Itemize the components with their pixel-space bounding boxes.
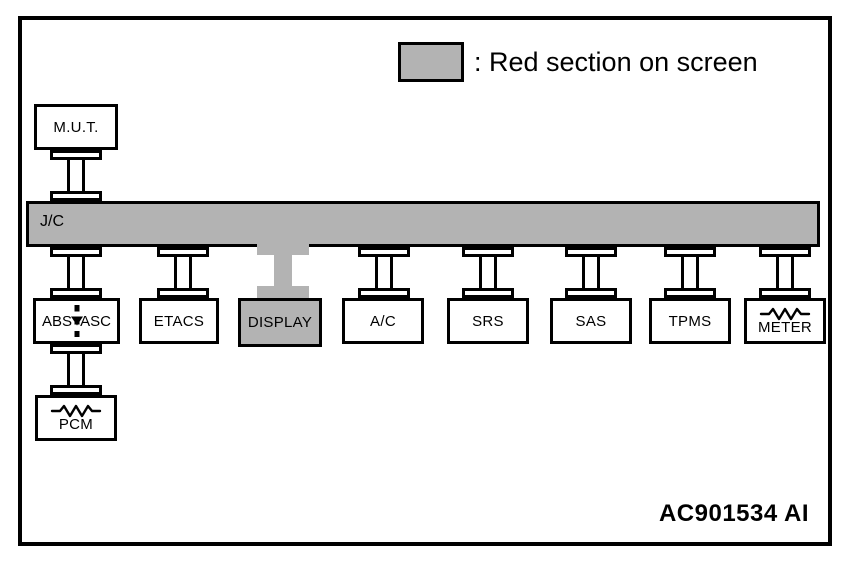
module-asc-label: ASC (80, 312, 111, 330)
connector-jc-to-srs (462, 247, 514, 298)
connector-shaft (479, 257, 497, 288)
connector-cap-top (50, 150, 102, 160)
connector-cap-top (358, 247, 410, 257)
module-pcm-label: PCM (58, 416, 94, 433)
connector-jc-to-display (257, 243, 309, 298)
module-etacs[interactable]: ETACS (139, 298, 219, 344)
module-mut[interactable]: M.U.T. (34, 104, 118, 150)
connector-cap-top (565, 247, 617, 257)
connector-shaft (375, 257, 393, 288)
connector-shaft (67, 160, 85, 191)
connector-cap-bottom (565, 288, 617, 298)
module-pcm[interactable]: PCM (35, 395, 117, 441)
module-sas[interactable]: SAS (550, 298, 632, 344)
junction-connector-label: J/C (40, 213, 64, 230)
module-ac[interactable]: A/C (342, 298, 424, 344)
part-code-label: AC901534 AI (658, 500, 809, 527)
diagram-border (18, 16, 832, 546)
module-display-label: DISPLAY (247, 314, 313, 331)
connector-cap-bottom (157, 288, 209, 298)
module-srs[interactable]: SRS (447, 298, 529, 344)
module-srs-label: SRS (472, 312, 504, 330)
connector-shaft (681, 257, 699, 288)
module-meter[interactable]: METER (744, 298, 826, 344)
connector-cap-bottom (257, 286, 309, 298)
connector-cap-bottom (50, 288, 102, 298)
connector-cap-top (50, 344, 102, 354)
connector-cap-top (50, 247, 102, 257)
module-abs-asc[interactable]: ABS ASC (33, 298, 120, 344)
module-tpms-label: TPMS (668, 312, 712, 330)
junction-connector-bus[interactable] (26, 201, 820, 247)
connector-shaft (174, 257, 192, 288)
resistor-icon (759, 307, 811, 326)
module-sas-label: SAS (575, 312, 607, 330)
legend-swatch-red-section (398, 42, 464, 82)
connector-cap-bottom (759, 288, 811, 298)
module-mut-label: M.U.T. (53, 118, 99, 136)
module-etacs-label: ETACS (153, 312, 205, 330)
connector-cap-top (257, 243, 309, 255)
connector-cap-bottom (358, 288, 410, 298)
connector-cap-top (157, 247, 209, 257)
module-abs-label: ABS (42, 312, 73, 330)
connector-cap-top (759, 247, 811, 257)
connector-mut-to-jc (50, 150, 102, 201)
legend-label: : Red section on screen (474, 46, 758, 77)
connector-cap-bottom (462, 288, 514, 298)
connector-cap-bottom (50, 385, 102, 395)
connector-cap-top (664, 247, 716, 257)
connector-jc-to-tpms (664, 247, 716, 298)
connector-shaft (274, 255, 292, 286)
connector-shaft (67, 257, 85, 288)
legend: : Red section on screen (398, 42, 758, 82)
connector-jc-to-meter (759, 247, 811, 298)
abs-asc-arrow-icon (70, 316, 83, 326)
module-tpms[interactable]: TPMS (649, 298, 731, 344)
connector-jc-to-etacs (157, 247, 209, 298)
connector-jc-to-abs-asc (50, 247, 102, 298)
module-meter-label: METER (758, 319, 812, 336)
module-ac-label: A/C (370, 312, 396, 330)
connector-jc-to-sas (565, 247, 617, 298)
resistor-icon (50, 404, 102, 423)
connector-shaft (582, 257, 600, 288)
connector-cap-bottom (664, 288, 716, 298)
connector-shaft (776, 257, 794, 288)
module-display[interactable]: DISPLAY (238, 298, 322, 347)
connector-abs-asc-to-pcm (50, 344, 102, 395)
connector-cap-top (462, 247, 514, 257)
connector-shaft (67, 354, 85, 385)
connector-cap-bottom (50, 191, 102, 201)
connector-jc-to-ac (358, 247, 410, 298)
